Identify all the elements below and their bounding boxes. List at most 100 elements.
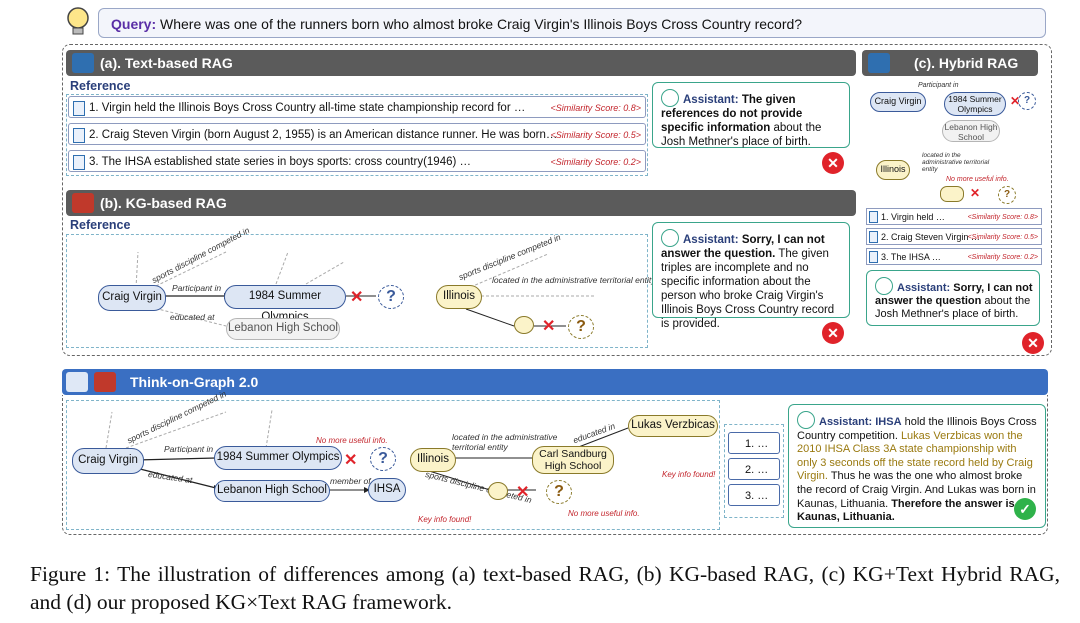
assistant-answer: Therefore the answer is Kaunas, Lithuani… — [797, 497, 1015, 524]
similarity-score: <Similarity Score: 0.2> — [550, 157, 641, 167]
similarity-score: <Similarity Score: 0.5> — [550, 130, 641, 140]
assistant-text-2: Thus he was the one who almost broke the… — [797, 470, 1036, 510]
cross-icon: ✕ — [822, 152, 844, 174]
tog-node-carl-sandburg: Carl Sandburg High School — [532, 446, 614, 474]
kg-rag-assistant: Assistant: Sorry, I can not answer the q… — [652, 222, 850, 330]
text-rag-assistant: Assistant: The given references do not p… — [652, 82, 850, 148]
hybrid-node-illinois: Illinois — [876, 160, 910, 180]
unknown-node-icon: ? — [378, 285, 404, 309]
tog-edge-located: located in the administrative territoria… — [452, 432, 558, 452]
tog-node-illinois: Illinois — [410, 448, 456, 472]
assistant-text: hold the Illinois Boys Cross Country com… — [797, 416, 1037, 442]
cross-icon: ✕ — [1022, 332, 1044, 354]
document-icon — [73, 101, 85, 116]
web-doc-icon — [66, 372, 88, 392]
broken-link-icon: ✕ — [516, 484, 530, 501]
hybrid-node-craig: Craig Virgin — [870, 92, 926, 112]
tog-note-no-info: No more useful info. — [316, 436, 388, 445]
tog-frame — [62, 395, 1048, 535]
hybrid-rag-assistant: Assistant: Sorry, I can not answer the q… — [866, 270, 1040, 326]
ref-text: 3. The IHSA … — [881, 252, 941, 262]
text-ref-row: 3. The IHSA established state series in … — [68, 150, 646, 172]
tog-doc-item: 2. … — [728, 458, 780, 480]
tog-note-no-info-2: No more useful info. — [568, 509, 640, 518]
tog-node-lukas: Lukas Verzbicas — [628, 415, 718, 437]
kg-rag-title: (b). KG-based RAG — [100, 195, 227, 211]
cross-icon: ✕ — [822, 322, 844, 344]
edge-educated: educated at — [170, 312, 215, 322]
hybrid-no-info-note: No more useful info. — [946, 176, 1009, 183]
ref-text: 1. Virgin held … — [881, 212, 945, 222]
tog-node-lebanon: Lebanon High School — [214, 480, 330, 502]
unknown-entity-node — [514, 316, 534, 334]
broken-link-icon: ✕ — [1010, 94, 1021, 108]
text-rag-title: (a). Text-based RAG — [100, 55, 233, 71]
assistant-label: Assistant: — [897, 282, 951, 294]
unknown-node-icon: ? — [998, 186, 1016, 204]
broken-link-icon: ✕ — [344, 452, 358, 469]
tog-edge-participant: Participant in — [164, 444, 214, 454]
text-ref-row: 1. Virgin held the Illinois Boys Cross C… — [68, 96, 646, 118]
tog-edge-member: member of — [330, 476, 371, 486]
query-text: Where was one of the runners born who al… — [160, 16, 803, 32]
text-rag-reference-label: Reference — [70, 79, 131, 93]
hybrid-ref-row: 1. Virgin held … <Similarity Score: 0.8> — [866, 208, 1042, 225]
broken-link-icon: ✕ — [542, 318, 556, 335]
hybrid-ref-row: 2. Craig Steven Virgin … <Similarity Sco… — [866, 228, 1042, 245]
assistant-label: Assistant: — [683, 234, 739, 246]
figure-caption: Figure 1: The illustration of difference… — [30, 562, 1060, 614]
edge-located: located in the administrative territoria… — [492, 275, 656, 285]
assistant-rest: The given triples are incomplete and no … — [661, 248, 835, 330]
kg-rag-header: (b). KG-based RAG — [66, 190, 856, 216]
assistant-rest: about the Josh Methner's place of birth. — [661, 122, 822, 148]
chatgpt-icon — [875, 277, 893, 295]
assistant-bold: Sorry, I can not answer the question. — [661, 234, 825, 260]
hybrid-rag-title: (c). Hybrid RAG — [914, 55, 1019, 71]
text-ref-row: 2. Craig Steven Virgin (born August 2, 1… — [68, 123, 646, 145]
tog-note-key-info: Key info found! — [418, 515, 472, 524]
similarity-score: <Similarity Score: 0.2> — [967, 254, 1038, 261]
tog-unknown-entity — [488, 482, 508, 500]
document-icon — [869, 211, 878, 223]
tog-doc-area — [724, 424, 784, 518]
similarity-score: <Similarity Score: 0.8> — [967, 214, 1038, 221]
broken-link-icon: ✕ — [350, 289, 364, 306]
tog-graph-area — [66, 400, 720, 530]
hybrid-node-olympics: 1984 Summer Olympics — [944, 92, 1006, 116]
assistant-bold: The given references do not provide spec… — [661, 94, 803, 134]
lightbulb-icon — [64, 5, 92, 37]
kg-node-illinois: Illinois — [436, 285, 482, 309]
document-icon — [869, 231, 878, 243]
tog-node-ihsa: IHSA — [368, 478, 406, 502]
hybrid-edge-located: located in the administrative territoria… — [922, 152, 990, 173]
tog-doc-item: 3. … — [728, 484, 780, 506]
knowledge-graph-icon — [94, 372, 116, 392]
text-rag-reference-area — [66, 94, 648, 176]
unknown-node-icon: ? — [568, 315, 594, 339]
hybrid-edge-participant: Participant in — [918, 82, 959, 89]
unknown-node-icon: ? — [1018, 92, 1036, 110]
tog-header: Think-on-Graph 2.0 — [62, 369, 1048, 395]
document-icon — [73, 128, 85, 143]
chatgpt-icon — [661, 89, 679, 107]
tog-title: Think-on-Graph 2.0 — [130, 374, 259, 390]
tog-node-olympics: 1984 Summer Olympics — [214, 446, 342, 470]
ref-text: 2. Craig Steven Virgin (born August 2, 1… — [89, 129, 558, 141]
kg-node-craig-virgin: Craig Virgin — [98, 285, 166, 311]
hybrid-rag-header: (c). Hybrid RAG — [862, 50, 1038, 76]
ref-text: 2. Craig Steven Virgin … — [881, 232, 980, 242]
assistant-label: Assistant: — [683, 94, 739, 106]
hybrid-ref-row: 3. The IHSA … <Similarity Score: 0.2> — [866, 248, 1042, 265]
assistant-rest: about the Josh Methner's place of birth. — [875, 295, 1031, 320]
document-icon — [869, 251, 878, 263]
similarity-score: <Similarity Score: 0.8> — [550, 103, 641, 113]
unknown-node-icon: ? — [370, 447, 396, 471]
text-rag-header: (a). Text-based RAG — [66, 50, 856, 76]
kg-rag-reference-label: Reference — [70, 218, 131, 232]
query-bar: Query: Where was one of the runners born… — [98, 8, 1046, 38]
chatgpt-icon — [661, 229, 679, 247]
chatgpt-icon — [797, 411, 815, 429]
edge-participant: Participant in — [172, 283, 222, 293]
web-doc-icon — [72, 53, 94, 73]
web-doc-icon — [868, 53, 890, 73]
